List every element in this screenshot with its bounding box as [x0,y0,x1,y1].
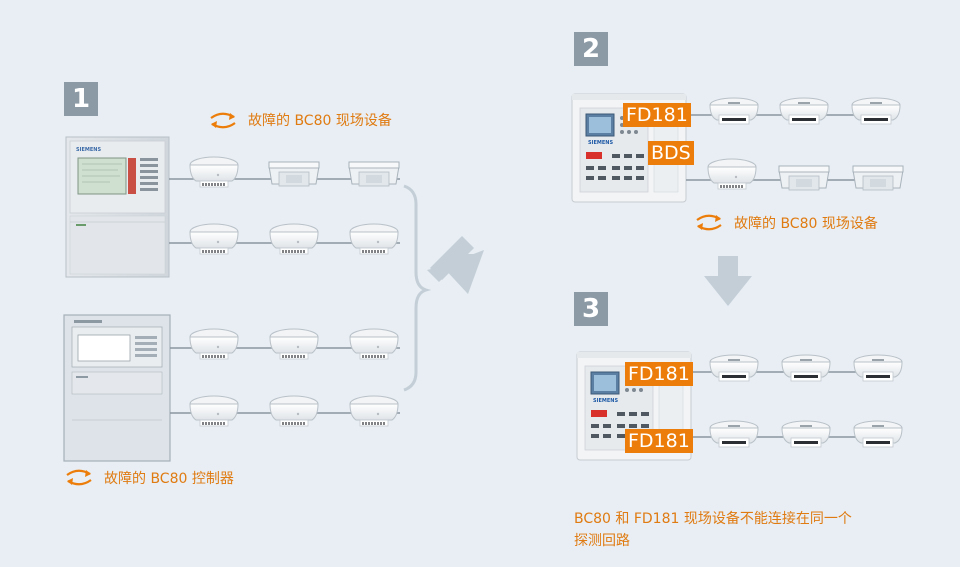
smoke-detector-icon [779,97,829,125]
smoke-detector-icon [709,420,759,448]
panel-brand-text: SIEMENS [76,147,101,153]
step-badge-2: 2 [574,32,608,66]
base-detector-icon [348,161,400,187]
smoke-detector-icon [349,395,399,427]
smoke-detector-icon [349,328,399,360]
smoke-detector-icon [851,97,901,125]
smoke-detector-icon [781,354,831,382]
smoke-detector-icon [269,223,319,255]
base-detector-icon [852,165,904,191]
smoke-detector-icon [709,97,759,125]
flow-arrow-icon [704,256,752,306]
fault-bc80-devices-label-2: 故障的 BC80 现场设备 [734,216,878,232]
swap-arrows-icon [695,213,723,231]
bc80-control-panel-top: SIEMENS [65,136,170,278]
panel1-row1 [189,156,400,188]
tag-fd181-bottom: FD181 [625,429,693,453]
smoke-detector-icon [189,223,239,255]
smoke-detector-icon [349,223,399,255]
compatibility-note-line2: 探测回路 [574,533,630,549]
smoke-detector-icon [853,354,903,382]
compatibility-note-line1: BC80 和 FD181 现场设备不能连接在同一个 [574,511,852,527]
smoke-detector-icon [189,328,239,360]
bc80-control-panel-bottom [63,314,171,462]
smoke-detector-icon [781,420,831,448]
panel1-detection-lines [169,178,400,414]
base-detector-icon [778,165,830,191]
swap-arrows-icon [65,468,93,486]
tag-fd181-top: FD181 [625,362,693,386]
smoke-detector-icon [709,354,759,382]
smoke-detector-icon [269,328,319,360]
panel1-row3 [189,328,399,360]
smoke-detector-icon [269,395,319,427]
base-detector-icon [268,161,320,187]
step-badge-1: 1 [64,82,98,116]
panel1-row4 [189,395,399,427]
fault-bc80-controller-label: 故障的 BC80 控制器 [104,471,234,487]
group-brace [403,184,432,392]
panel1-row2 [189,223,399,255]
tag-bds: BDS [648,141,694,165]
smoke-detector-icon [189,395,239,427]
swap-arrows-icon [209,111,237,129]
flow-arrow-icon [427,236,484,294]
smoke-detector-icon [853,420,903,448]
tag-fd181: FD181 [623,103,691,127]
smoke-detector-icon [189,156,239,188]
fault-bc80-devices-label: 故障的 BC80 现场设备 [248,113,392,129]
smoke-detector-icon [707,158,757,190]
step-badge-3: 3 [574,292,608,326]
